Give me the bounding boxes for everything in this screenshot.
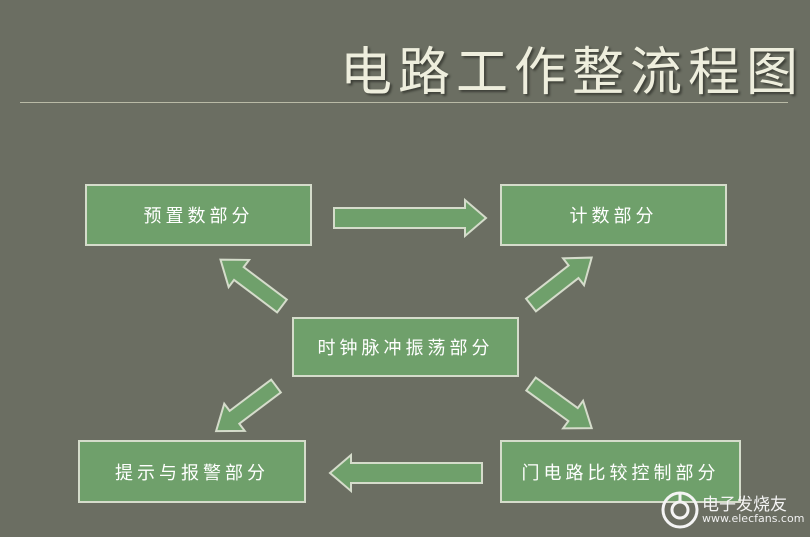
- page-title: 电路工作整流程图: [340, 43, 805, 103]
- arrow-clock-to-count: [524, 256, 594, 313]
- node-count: 计数部分: [500, 184, 727, 246]
- title-divider: [20, 102, 788, 103]
- watermark: 电子发烧友 www.elecfans.com: [660, 488, 805, 532]
- watermark-url: www.elecfans.com: [702, 512, 805, 525]
- node-alarm: 提示与报警部分: [78, 440, 306, 503]
- arrow-clock-to-gate: [524, 376, 594, 430]
- node-preset: 预置数部分: [85, 184, 312, 246]
- arrow-clock-to-preset: [219, 258, 289, 314]
- arrow-preset-to-count: [333, 197, 488, 239]
- arrow-gate-to-alarm: [328, 452, 483, 494]
- node-clock: 时钟脉冲振荡部分: [292, 317, 519, 377]
- node-gate: 门电路比较控制部分: [500, 440, 741, 503]
- watermark-text: 电子发烧友: [702, 495, 787, 515]
- arrow-clock-to-alarm: [214, 378, 283, 433]
- elecfans-logo-icon: [661, 491, 699, 529]
